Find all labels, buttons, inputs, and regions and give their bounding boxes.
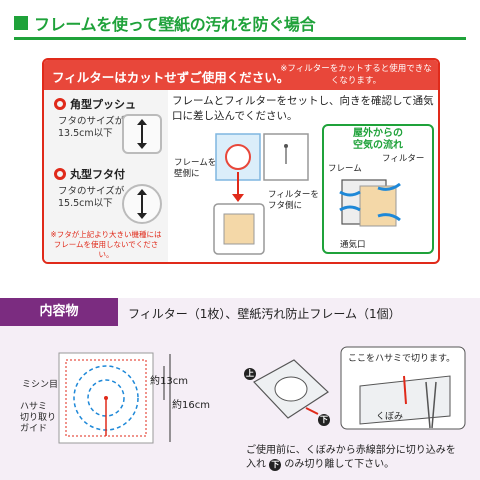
cut-instruction: ご使用前に、くぼみから赤線部分に切り込みを 入れ 下 のみ切り離して下さい。 bbox=[246, 444, 478, 472]
scissors-icon bbox=[425, 381, 431, 429]
dim-inner-label: 約13cm bbox=[150, 376, 188, 387]
header-title: フレームを使って壁紙の汚れを防ぐ場合 bbox=[34, 15, 316, 34]
flow-filter-label: フィルター bbox=[382, 154, 425, 164]
frame-hole bbox=[225, 144, 251, 170]
round-lid-icon bbox=[122, 184, 162, 224]
up-down-arrow-icon bbox=[137, 119, 147, 149]
warning-banner: フィルターはカットせずご使用ください。 ※フィルターをカットすると使用できなくな… bbox=[44, 60, 438, 90]
up-badge: 上 bbox=[244, 368, 256, 380]
type-size-text: フタのサイズが 15.5cm以下 bbox=[58, 186, 124, 210]
frame-filter-illustration bbox=[213, 133, 309, 255]
type-name: 角型プッシュ bbox=[70, 98, 136, 111]
dim-outer-label: 約16cm bbox=[172, 400, 210, 411]
size-value: 15.5cm以下 bbox=[58, 198, 113, 209]
contents-tag: 内容物 bbox=[0, 298, 118, 326]
down-badge-inline: 下 bbox=[269, 459, 282, 471]
notch-label: くぼみ bbox=[376, 412, 404, 422]
cut-here-label: ここをハサミで切ります。 bbox=[348, 354, 456, 364]
type-square-push: 角型プッシュ bbox=[54, 96, 136, 112]
circle-mark-icon bbox=[54, 168, 66, 180]
frame-usage-panel: フィルターはカットせずご使用ください。 ※フィルターをカットすると使用できなくな… bbox=[42, 58, 440, 264]
instruction-text: フレームとフィルターをセットし、向きを確認して通気口に差し込んでください。 bbox=[172, 95, 434, 122]
zoom-callout bbox=[340, 346, 466, 430]
type-round-lid: 丸型フタ付 bbox=[54, 166, 125, 182]
type-size-text: フタのサイズが 13.5cm以下 bbox=[58, 116, 124, 140]
scissors-guide-label: ハサミ 切り取り ガイド bbox=[20, 402, 57, 434]
dimension-lines bbox=[163, 354, 171, 442]
air-flow-illustration bbox=[339, 179, 401, 227]
type-name: 丸型フタ付 bbox=[70, 168, 125, 181]
flow-frame-label: フレーム bbox=[328, 164, 362, 174]
filter-sheet-diagram bbox=[58, 352, 154, 444]
size-value: 13.5cm以下 bbox=[58, 128, 113, 139]
banner-main-text: フィルターはカットせずご使用ください。 bbox=[52, 70, 290, 85]
size-label: フタのサイズが bbox=[58, 116, 125, 127]
down-badge: 下 bbox=[318, 414, 330, 426]
circle-mark-icon bbox=[54, 98, 66, 110]
up-down-arrow-icon bbox=[137, 189, 147, 219]
section-header: フレームを使って壁紙の汚れを防ぐ場合 bbox=[14, 10, 466, 40]
cut-instruction-part-a: 入れ bbox=[246, 459, 266, 470]
frame-hole bbox=[274, 376, 308, 402]
perforation-label: ミシン目 bbox=[22, 380, 59, 390]
cut-instruction-line2: 入れ 下 のみ切り離して下さい。 bbox=[246, 458, 478, 472]
header-square-icon bbox=[14, 16, 28, 30]
air-flow-title: 屋外からの 空気の流れ bbox=[353, 128, 403, 151]
type-column: 角型プッシュ フタのサイズが 13.5cm以下 丸型フタ付 フタのサイズが 15… bbox=[44, 90, 168, 262]
size-warning-note: ※フタが上記より大きい機種にはフレームを使用しないでください。 bbox=[50, 230, 162, 259]
frame-diagram bbox=[253, 359, 329, 419]
flow-vent-label: 通気口 bbox=[340, 240, 366, 250]
air-flow-box: 屋外からの 空気の流れ フィルター フレーム 通気口 bbox=[322, 124, 434, 254]
cut-instruction-part-b: のみ切り離して下さい。 bbox=[284, 459, 395, 470]
square-lid-icon bbox=[122, 114, 162, 154]
contents-items: フィルター（1枚）、壁紙汚れ防止フレーム（1個） bbox=[128, 307, 401, 321]
filter-lid-label: フィルターを フタ側に bbox=[268, 190, 319, 211]
banner-note-text: ※フィルターをカットすると使用できなくなります。 bbox=[280, 64, 432, 86]
cut-instruction-line1: ご使用前に、くぼみから赤線部分に切り込みを bbox=[246, 445, 456, 456]
size-label: フタのサイズが bbox=[58, 186, 125, 197]
frame-wall-label: フレームを 壁側に bbox=[174, 158, 217, 179]
